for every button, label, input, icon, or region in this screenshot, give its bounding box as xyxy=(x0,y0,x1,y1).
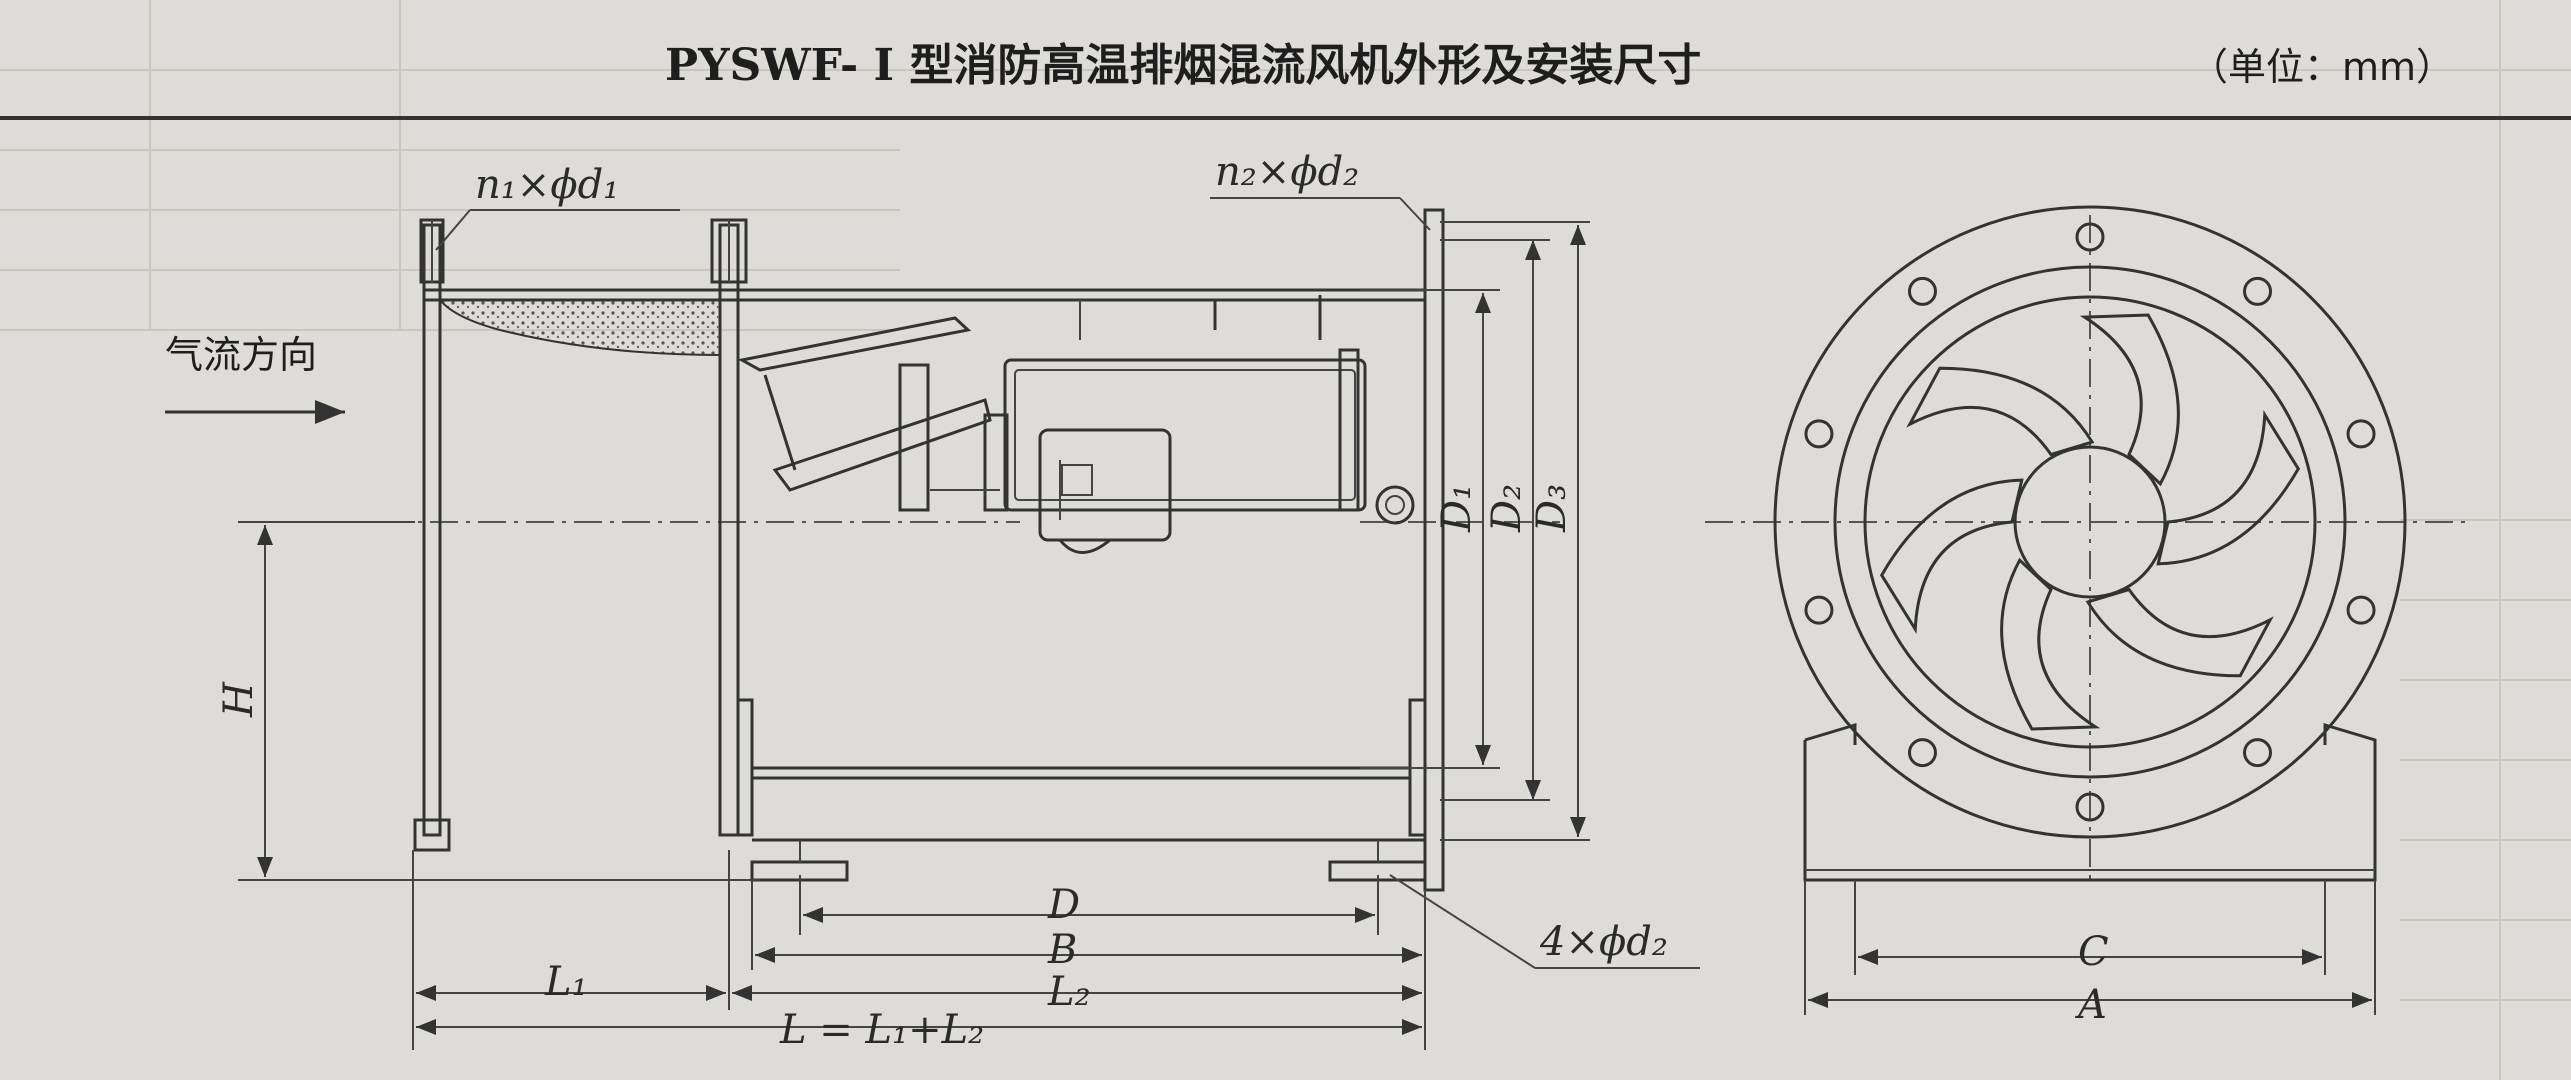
hub-rib xyxy=(898,363,930,512)
impeller-blade xyxy=(2085,587,2274,678)
inlet-insulation xyxy=(437,299,721,357)
dim-D2: D₂ xyxy=(1484,484,1530,533)
end-support-base xyxy=(1803,722,2377,882)
hub xyxy=(2013,445,2167,599)
bolt-hole xyxy=(1907,738,1937,768)
bolt-hole xyxy=(1907,276,1937,306)
guide-vane-lower xyxy=(772,398,992,492)
impeller-blade xyxy=(2156,409,2301,566)
dim-D1: D₁ xyxy=(1434,484,1480,533)
dim-B: B xyxy=(1047,927,1077,973)
guide-vane-upper xyxy=(737,316,972,372)
dim-L2: L₂ xyxy=(1047,969,1091,1015)
outer-flange-ring xyxy=(1773,205,2407,839)
bolt-hole xyxy=(2075,792,2105,822)
unit-note: （单位：mm） xyxy=(2190,45,2454,89)
outlet-flange xyxy=(1423,208,1445,892)
impeller-blade xyxy=(2000,557,2101,731)
bolt-hole xyxy=(2346,595,2376,625)
motor-junction-box xyxy=(1038,428,1172,542)
impeller-blade xyxy=(1906,366,2095,457)
side-dimensions: H D B L₁ L₂ L = L₁+L₂ D₁ D₂ D₃ xyxy=(216,149,1700,1053)
bolt-hole xyxy=(2243,276,2273,306)
airflow-label: 气流方向 xyxy=(165,333,317,377)
impeller-blade xyxy=(1879,478,2024,635)
motor-housing xyxy=(1003,358,1367,512)
drawing-title: PYSWF- I 型消防高温排烟混流风机外形及安装尺寸 xyxy=(665,40,1701,91)
end-view: C A xyxy=(1705,205,2470,1028)
bolt-holes xyxy=(1804,222,2376,822)
dim-A: A xyxy=(2074,982,2107,1028)
bolt-hole xyxy=(1804,595,1834,625)
bolt-hole xyxy=(2243,738,2273,768)
middle-flange xyxy=(718,223,740,837)
dim-L: L = L₁+L₂ xyxy=(779,1007,984,1053)
label-n2d2: n₂×ϕd₂ xyxy=(1215,149,1359,195)
side-view xyxy=(238,208,1560,892)
dim-H: H xyxy=(216,681,262,718)
bolt-hole xyxy=(2346,419,2376,449)
dim-C: C xyxy=(2078,929,2109,975)
bolt-hole xyxy=(2075,222,2105,252)
label-foot-holes: 4×ϕd₂ xyxy=(1539,919,1668,965)
dim-D: D xyxy=(1047,882,1080,928)
dim-L1: L₁ xyxy=(544,959,588,1005)
bolt-hole xyxy=(1804,419,1834,449)
bearing xyxy=(1375,485,1415,525)
label-n1d1: n₁×ϕd₁ xyxy=(475,162,619,208)
casing-ring xyxy=(1833,265,2347,779)
impeller-blade xyxy=(2079,313,2180,487)
dim-D3: D₃ xyxy=(1529,484,1575,533)
inlet-flange xyxy=(422,223,442,837)
impeller-blades xyxy=(1879,313,2301,731)
